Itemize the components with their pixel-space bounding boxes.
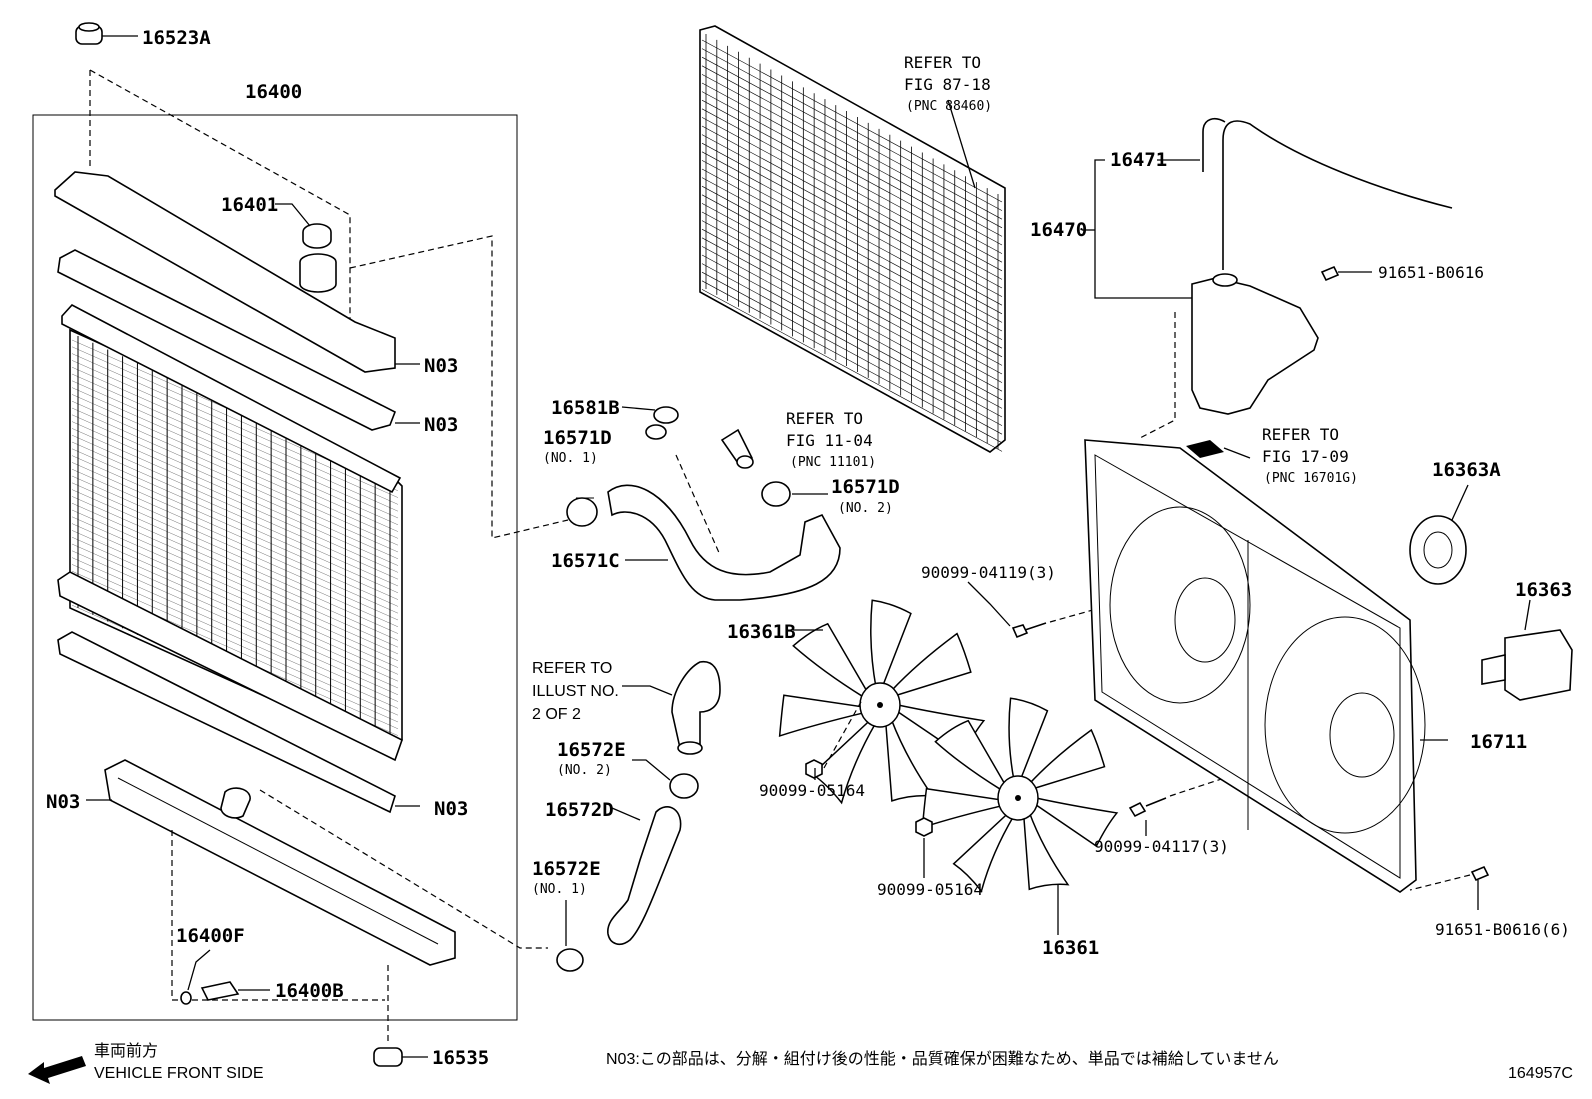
fan-nut-a — [805, 699, 863, 780]
ref-engine-line1: REFER TO — [786, 409, 863, 428]
fan-motor-bolt-04119 — [967, 579, 1201, 639]
label-16401: 16401 — [221, 194, 278, 216]
figure-id: 164957C — [1508, 1065, 1573, 1082]
label-16470: 16470 — [1030, 219, 1087, 241]
label-16572d: 16572D — [545, 799, 614, 821]
label-16400f: 16400F — [176, 925, 245, 947]
hose-clamp-no1 — [566, 497, 598, 527]
hose-clamp-no2 — [761, 481, 828, 507]
direction-jp-label: 車両前方 — [94, 1042, 158, 1060]
label-16361: 16361 — [1042, 937, 1099, 959]
radiator-inlet-hose — [607, 484, 841, 601]
radiator-cap — [275, 203, 332, 249]
radiator-support-cushion-upper — [75, 22, 138, 45]
fan-motor-16363a — [1409, 484, 1469, 585]
ref-shroud-line3: (PNC 16701G) — [1264, 471, 1358, 486]
ref-condenser-line3: (PNC 88460) — [906, 99, 992, 114]
radiator-support-cushion-lower — [373, 965, 428, 1067]
ref-shroud-line1: REFER TO — [1262, 425, 1339, 444]
label-16711: 16711 — [1470, 731, 1527, 753]
label-90099-04119: 90099-04119(3) — [921, 563, 1056, 582]
vehicle-front-indicator: 車両前方 VEHICLE FRONT SIDE — [28, 1042, 264, 1084]
label-16523a: 16523A — [142, 27, 211, 49]
front-arrow-icon — [28, 1056, 86, 1084]
coolant-reservoir — [1139, 273, 1319, 439]
label-16400: 16400 — [245, 81, 302, 103]
shroud-bolt — [1409, 865, 1490, 910]
label-n03-lower-tank: N03 — [46, 791, 80, 813]
label-16571d-no1: 16571D — [543, 427, 612, 449]
reservoir-hose — [1157, 118, 1453, 270]
label-90099-05164-a: 90099-05164 — [759, 781, 865, 800]
label-16571d-no2: 16571D — [831, 476, 900, 498]
label-16471: 16471 — [1110, 149, 1167, 171]
reservoir-bolt — [1320, 265, 1372, 282]
label-16571d-no2-sub: (NO. 2) — [838, 501, 893, 516]
label-16581b: 16581B — [551, 397, 620, 419]
hose-clamp-16572e-no1 — [556, 900, 584, 972]
label-16361b: 16361B — [727, 621, 796, 643]
label-16572e-no2: 16572E — [557, 739, 626, 761]
label-16571d-no1-sub: (NO. 1) — [543, 451, 598, 466]
label-16535: 16535 — [432, 1047, 489, 1069]
label-90099-05164-b: 90099-05164 — [877, 880, 983, 899]
n03-footnote: N03:この部品は、分解・組付け後の性能・品質確保が困難なため、単品では補給して… — [606, 1050, 1279, 1068]
label-91651-b0616-6: 91651-B0616(6) — [1435, 920, 1570, 939]
ref-condenser-fig-87-18: REFER TO FIG 87-18 (PNC 88460) — [904, 53, 992, 114]
upper-tank-gasket — [57, 249, 397, 431]
radiator-upper-tank — [54, 171, 420, 373]
lower-tank-gasket — [57, 631, 396, 814]
label-91651-b0616: 91651-B0616 — [1378, 263, 1484, 282]
ref-illust-2-of-2: REFER TO ILLUST NO. 2 OF 2 — [532, 660, 619, 723]
hose-clamp-16581b — [621, 406, 679, 440]
drain-cock-plug — [200, 981, 270, 1001]
radiator-core — [57, 304, 403, 762]
label-16572e-no1-sub: (NO. 1) — [532, 882, 587, 897]
ref-condenser-line1: REFER TO — [904, 53, 981, 72]
label-n03-lower-gasket: N03 — [434, 798, 468, 820]
label-16572e-no2-sub: (NO. 2) — [557, 763, 612, 778]
ref-shroud-line2: FIG 17-09 — [1262, 447, 1349, 466]
ref-engine-fig-11-04: REFER TO FIG 11-04 (PNC 11101) — [786, 409, 876, 470]
fan-shroud — [1084, 439, 1448, 893]
ref-engine-line2: FIG 11-04 — [786, 431, 873, 450]
direction-en-label: VEHICLE FRONT SIDE — [94, 1065, 264, 1082]
condenser — [699, 25, 1006, 453]
label-n03-upper-tank: N03 — [424, 355, 458, 377]
cooling-fan-16361 — [921, 697, 1119, 893]
label-n03-upper-gasket: N03 — [424, 414, 458, 436]
label-16572e-no1: 16572E — [532, 858, 601, 880]
label-16400b: 16400B — [275, 980, 344, 1002]
fan-nut-b — [915, 817, 933, 878]
ref-illust-line3: 2 OF 2 — [532, 706, 581, 723]
hose-clamp-16572e-no2 — [632, 759, 699, 799]
ref-illust-line2: ILLUST NO. — [532, 683, 619, 700]
water-outlet-ref — [622, 660, 721, 755]
ref-shroud-fig-17-09: REFER TO FIG 17-09 (PNC 16701G) — [1262, 425, 1358, 486]
label-90099-04117: 90099-04117(3) — [1094, 837, 1229, 856]
engine-outlet-pipe-ref — [720, 428, 754, 469]
drain-cock-o-ring — [180, 949, 211, 1005]
cooling-fan-16361b — [778, 599, 986, 805]
ref-illust-line1: REFER TO — [532, 660, 612, 677]
ref-engine-line3: (PNC 11101) — [790, 455, 876, 470]
label-16363a: 16363A — [1432, 459, 1501, 481]
label-16571c: 16571C — [551, 550, 620, 572]
radiator-outlet-hose — [607, 806, 682, 946]
fan-motor-16363 — [1481, 599, 1573, 701]
label-16363: 16363 — [1515, 579, 1572, 601]
radiator-assembly-frame — [32, 114, 518, 1021]
ref-condenser-line2: FIG 87-18 — [904, 75, 991, 94]
radiator-lower-tank — [86, 759, 456, 966]
